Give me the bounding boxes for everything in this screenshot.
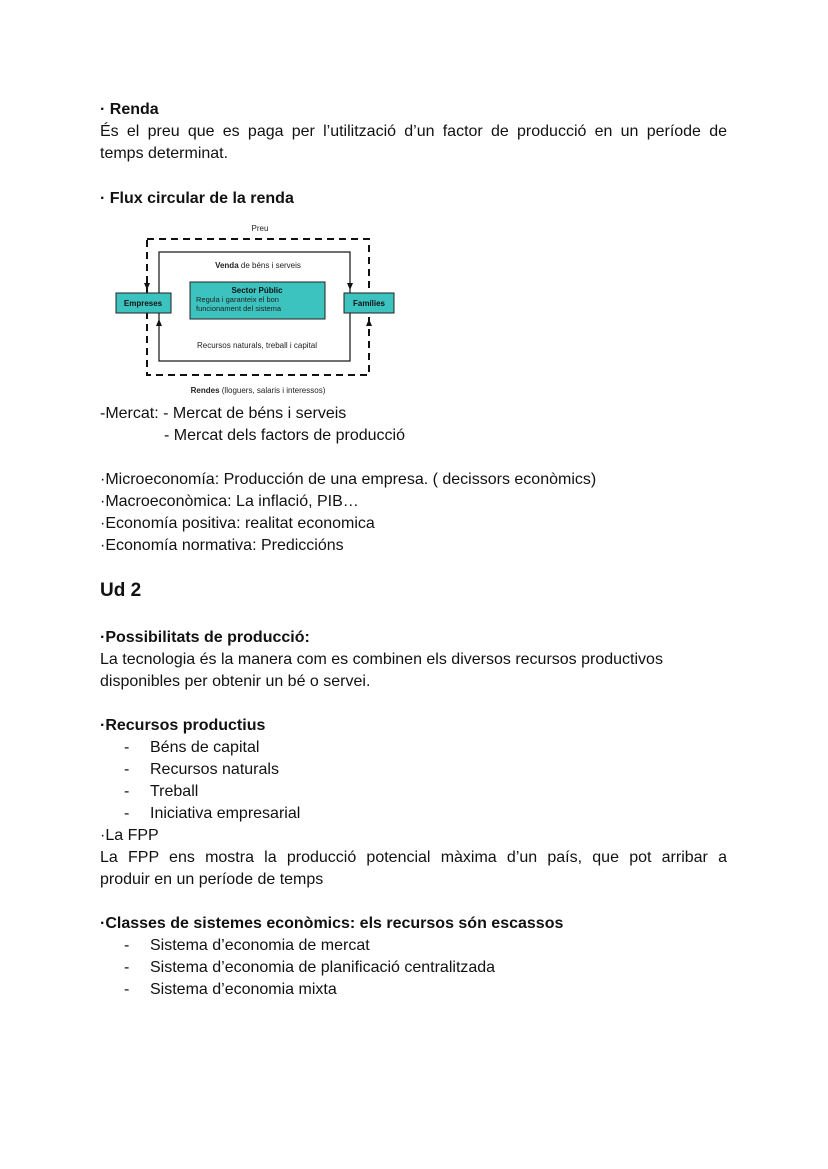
fpp-line1: La FPP ens mostra la producció potencial… bbox=[100, 849, 727, 866]
renda-heading: · Renda bbox=[100, 101, 159, 118]
diagram-top-label: Preu bbox=[252, 224, 269, 233]
list-dash: - bbox=[124, 959, 130, 976]
arrow-up-families-icon bbox=[366, 319, 372, 326]
renda-definition-line1: És el preu que es paga per l’utilització… bbox=[100, 123, 727, 140]
possibilitats-line2: disponibles per obtenir un bé o servei. bbox=[100, 673, 371, 690]
list-dash: - bbox=[124, 739, 130, 756]
arrow-down-empreses-icon bbox=[144, 283, 150, 290]
macroeconomica-line: ·Macroeconòmica: La inflació, PIB… bbox=[100, 493, 359, 510]
list-item: Iniciativa empresarial bbox=[150, 805, 301, 822]
list-dash: - bbox=[124, 783, 130, 800]
arrow-up-empreses-icon bbox=[156, 319, 162, 326]
recursos-heading: ·Recursos productius bbox=[100, 717, 266, 734]
families-label: Famílies bbox=[353, 299, 386, 308]
circular-flow-diagram: Preu Venda de béns i serveis Sector Públ… bbox=[115, 224, 395, 395]
renda-definition-line2: temps determinat. bbox=[100, 145, 229, 162]
fpp-line2: produir en un període de temps bbox=[100, 871, 324, 888]
economia-normativa-line: ·Economía normativa: Prediccións bbox=[100, 537, 344, 554]
list-item: Sistema d’economia de planificació centr… bbox=[150, 959, 496, 976]
venda-label: Venda de béns i serveis bbox=[215, 261, 301, 270]
microeconomia-line: ·Microeconomía: Producción de una empres… bbox=[100, 471, 597, 488]
fpp-heading: ·La FPP bbox=[100, 827, 159, 844]
list-dash: - bbox=[124, 761, 130, 778]
list-item: Recursos naturals bbox=[150, 761, 279, 778]
arrow-down-families-icon bbox=[347, 283, 353, 290]
recursos-label: Recursos naturals, treball i capital bbox=[197, 341, 317, 350]
classes-heading: ·Classes de sistemes econòmics: els recu… bbox=[100, 915, 564, 932]
mercat-line2: - Mercat dels factors de producció bbox=[164, 427, 405, 444]
sector-public-title: Sector Públic bbox=[231, 286, 283, 295]
list-item: Sistema d’economia de mercat bbox=[150, 937, 370, 954]
rendes-label: Rendes (lloguers, salaris i interessos) bbox=[191, 386, 326, 395]
list-dash: - bbox=[124, 805, 130, 822]
list-item: Treball bbox=[150, 783, 199, 800]
families-box bbox=[343, 292, 395, 314]
possibilitats-line1: La tecnologia és la manera com es combin… bbox=[100, 651, 663, 668]
sector-public-line1: Regula i garanteix el bon bbox=[196, 295, 279, 304]
economia-positiva-line: ·Economía positiva: realitat economica bbox=[100, 515, 375, 532]
empreses-label: Empreses bbox=[124, 299, 163, 308]
list-dash: - bbox=[124, 981, 130, 998]
empreses-box bbox=[115, 292, 172, 314]
possibilitats-heading: ·Possibilitats de producció: bbox=[100, 629, 310, 646]
list-item: Sistema d’economia mixta bbox=[150, 981, 337, 998]
ud2-heading: Ud 2 bbox=[100, 580, 142, 601]
list-dash: - bbox=[124, 937, 130, 954]
sector-public-line2: funcionament del sistema bbox=[196, 304, 282, 313]
sector-public-box bbox=[189, 281, 326, 320]
flux-heading: · Flux circular de la renda bbox=[100, 190, 294, 207]
list-item: Béns de capital bbox=[150, 739, 260, 756]
mercat-line1: -Mercat: - Mercat de béns i serveis bbox=[100, 405, 347, 422]
